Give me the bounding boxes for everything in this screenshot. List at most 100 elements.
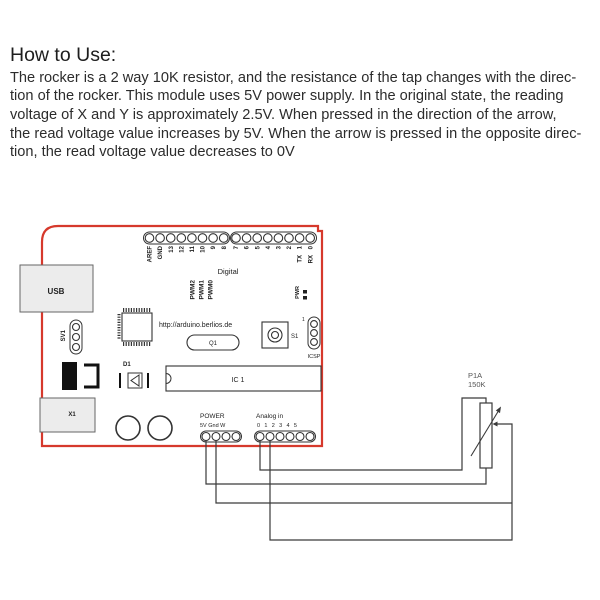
digital-pin-label: 2	[287, 245, 293, 249]
power-pins-label: 5V Gnd W	[200, 423, 226, 429]
digital-pin-label: 3	[277, 245, 283, 249]
digital-pin-label: 6	[245, 245, 251, 249]
icsp-pin	[310, 329, 318, 337]
digital-pin-label: 1	[298, 245, 304, 249]
power-pin-gnd2	[221, 431, 231, 442]
digital-pin	[262, 233, 273, 243]
usb-label: USB	[48, 287, 65, 296]
paragraph-line: the read voltage value increases by 5V. …	[10, 125, 582, 142]
q1-label: Q1	[209, 341, 218, 347]
digital-pin	[252, 233, 263, 243]
power-pin-5v	[201, 431, 211, 442]
x1-label: X1	[68, 412, 76, 418]
analog-pin-2	[275, 431, 285, 442]
pot-name-label: P1A	[468, 371, 482, 380]
digital-pin	[176, 233, 187, 243]
digital-label: Digital	[218, 267, 239, 276]
instructions-paragraph: The rocker is a 2 way 10K resistor, and …	[10, 69, 581, 162]
analog-pin-4	[295, 431, 305, 442]
digital-pin	[155, 233, 165, 243]
paragraph-line: tion, the read voltage value decreases t…	[10, 144, 295, 161]
wire	[259, 397, 487, 471]
digital-pin-label: 9	[211, 245, 217, 249]
digital-pin-label: 5	[255, 245, 261, 249]
digital-pin	[197, 233, 208, 243]
digital-pin-label: 11	[190, 245, 196, 252]
analog-pin-0	[255, 431, 265, 442]
digital-pin	[294, 233, 305, 243]
digital-pin	[208, 233, 218, 243]
digital-pin-label: 10	[201, 245, 207, 252]
pwr-label: PWR	[295, 286, 301, 299]
analog-label: Analog in	[256, 413, 283, 420]
icsp-header	[307, 316, 321, 350]
digital-pin	[165, 233, 176, 243]
paragraph-line: tion of the rocker. This module uses 5V …	[10, 88, 564, 105]
regulator-body	[62, 362, 77, 390]
pot-value-label: 150K	[468, 380, 486, 389]
ic1-chip	[165, 365, 322, 392]
s1-label: S1	[291, 334, 299, 340]
regulator-tab	[84, 363, 100, 389]
digital-pin	[144, 233, 155, 243]
wire	[269, 423, 513, 541]
wire	[205, 440, 487, 485]
wires	[205, 397, 513, 541]
ic1-label: IC 1	[232, 377, 245, 384]
wire	[215, 440, 512, 504]
potentiometer	[470, 402, 501, 469]
pwr-led	[303, 290, 307, 294]
icsp-pin	[310, 320, 318, 328]
analog-pin-1	[265, 431, 275, 442]
d1-label: D1	[123, 362, 131, 368]
pwm2-label: PWM2	[189, 280, 196, 300]
digital-pin-label: 7	[234, 245, 240, 249]
tx-label: TX	[298, 255, 304, 263]
digital-pin-label: 8	[222, 245, 228, 249]
digital-pin	[187, 233, 197, 243]
digital-pin-label: AREF	[148, 246, 154, 263]
sv1-label: SV1	[61, 329, 67, 341]
sv1-pin	[71, 332, 81, 342]
digital-pin	[241, 233, 252, 243]
paragraph-line: voltage of X and Y is approximately 2.5V…	[10, 106, 557, 123]
pwm1-label: PWM1	[198, 280, 205, 300]
diode	[119, 372, 149, 389]
crystal	[186, 334, 240, 351]
capacitor	[147, 415, 173, 441]
digital-header-left	[143, 231, 230, 245]
digital-pin	[231, 233, 241, 243]
page-title: How to Use:	[10, 44, 117, 66]
paragraph-line: The rocker is a 2 way 10K resistor, and …	[10, 69, 577, 86]
url-label: http://arduino.berlios.de	[159, 322, 232, 329]
analog-header	[254, 430, 316, 443]
usb-connector	[19, 264, 94, 313]
digital-pin-label: 13	[169, 245, 175, 252]
capacitor	[115, 415, 141, 441]
pwr-led	[303, 296, 307, 300]
digital-pin-label: GND	[158, 245, 164, 259]
digital-pin	[273, 233, 284, 243]
analog-pins-label: 0 1 2 3 4 5	[257, 423, 298, 429]
power-label: POWER	[200, 413, 225, 420]
digital-pin	[305, 233, 316, 243]
icsp-pin1-label: 1	[302, 317, 305, 323]
sv1-header	[69, 319, 83, 355]
sv1-pin	[71, 342, 81, 352]
digital-header-right	[230, 231, 317, 245]
ic1-notch	[165, 373, 172, 384]
sv1-pin	[71, 322, 81, 332]
pwm0-label: PWM0	[207, 280, 214, 300]
digital-pin	[218, 233, 229, 243]
icsp-pin	[310, 338, 318, 346]
icsp-label: ICSP	[308, 354, 321, 360]
reset-button-center	[270, 330, 280, 340]
digital-pin-label: 0	[308, 245, 314, 249]
analog-pin-3	[285, 431, 295, 442]
power-pin-w	[231, 431, 241, 442]
microcontroller-chip	[117, 308, 153, 346]
power-header	[200, 430, 242, 443]
analog-pin-5	[305, 431, 315, 442]
digital-pin	[284, 233, 294, 243]
